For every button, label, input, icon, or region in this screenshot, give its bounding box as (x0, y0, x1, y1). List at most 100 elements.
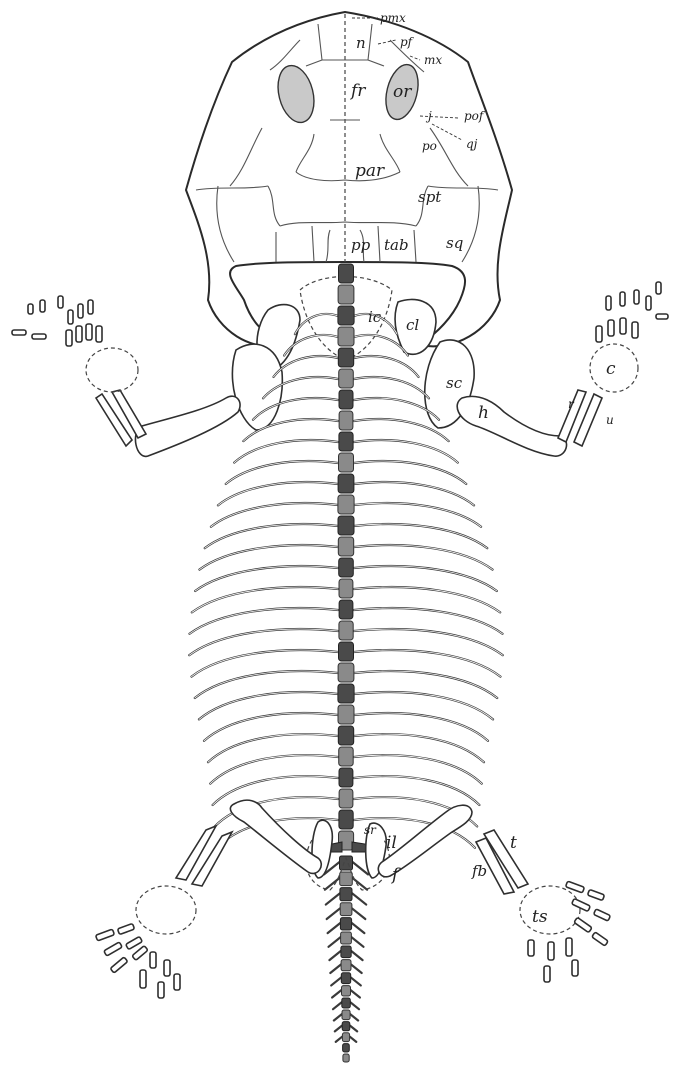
phalanx (88, 300, 93, 314)
rib-left (234, 440, 338, 463)
caudal-vertebra (342, 1033, 349, 1042)
vertebra (339, 579, 353, 598)
phalanx (132, 946, 148, 961)
rib-left (213, 776, 338, 805)
caudal-vertebra (343, 1054, 349, 1062)
phalanx (32, 334, 46, 339)
label-spt: spt (418, 188, 442, 206)
vertebra (338, 663, 354, 682)
rib-left (211, 503, 338, 527)
vertebra (338, 327, 354, 346)
rib-right (354, 482, 474, 505)
phalanx (587, 889, 604, 900)
rib-right (354, 377, 429, 398)
chevron-left (333, 1002, 342, 1009)
caudal-vertebra (342, 1010, 350, 1020)
caudal-vertebra (343, 1044, 350, 1052)
chevron-left (330, 964, 342, 973)
phalanx (40, 300, 45, 312)
rib-left (218, 482, 338, 505)
left-hindlimb (96, 800, 322, 998)
vertebra (338, 474, 354, 493)
chevron-left (332, 990, 342, 998)
label-c: c (606, 359, 616, 379)
vertebra (339, 642, 354, 661)
vertebra (338, 306, 354, 325)
label-pof: pof (464, 109, 486, 123)
label-ts: ts (532, 907, 548, 927)
phalanx (596, 326, 602, 342)
chevron-left (329, 950, 342, 960)
rib-right (354, 440, 458, 463)
phalanx (110, 957, 128, 973)
label-qj: qj (466, 137, 478, 151)
chevron-left (334, 1014, 342, 1020)
phalanx (566, 881, 585, 893)
right-humerus (457, 396, 566, 456)
vertebra (339, 369, 354, 388)
phalanx (592, 932, 609, 946)
right-manus-digits (596, 282, 668, 342)
rib-right (354, 776, 479, 805)
label-tab: tab (384, 236, 409, 254)
phalanx (174, 974, 180, 990)
caudal-vertebra (342, 986, 351, 996)
chevron-right (350, 964, 362, 973)
chevron-right (350, 950, 363, 960)
phalanx (572, 898, 591, 911)
label-pp: pp (351, 236, 371, 254)
label-sr: sr (364, 823, 377, 837)
left-forelimb (12, 296, 146, 446)
chevron-right (350, 1002, 359, 1009)
chevron-left (336, 1037, 342, 1042)
phalanx (566, 938, 572, 956)
phalanx (96, 929, 115, 941)
chevron-right (350, 1014, 358, 1020)
caudal-vertebra (340, 872, 353, 886)
vertebra (338, 726, 353, 745)
phalanx (76, 326, 82, 342)
vertebra (339, 432, 353, 451)
rib-right (354, 461, 466, 484)
chevron-right (350, 936, 364, 947)
right-pes-digits (528, 881, 611, 982)
left-femur (230, 800, 321, 873)
left-pes-digits (96, 923, 180, 998)
chevron-right (350, 977, 361, 986)
right-tarsus (520, 886, 580, 934)
phalanx (126, 936, 143, 949)
phalanx (117, 923, 134, 934)
vertebra (339, 390, 353, 409)
caudal-vertebra (341, 932, 352, 944)
phalanx (608, 320, 614, 336)
label-n: n (356, 34, 366, 52)
vertebra (338, 537, 353, 556)
label-po: po (422, 139, 437, 153)
vertebra (339, 600, 353, 619)
right-hindlimb (378, 805, 610, 982)
phalanx (164, 960, 170, 976)
phalanx (572, 960, 578, 976)
vertebra (339, 264, 354, 283)
phalanx (104, 942, 123, 956)
vertebra (339, 789, 353, 808)
label-par: par (355, 161, 385, 181)
phalanx (158, 982, 164, 998)
caudal-vertebra (341, 946, 351, 958)
phalanx (28, 304, 33, 314)
phalanx (140, 970, 146, 988)
vertebral-column (338, 264, 354, 1062)
phalanx (66, 330, 72, 346)
rib-right (354, 503, 481, 527)
label-t: t (510, 833, 517, 853)
vertebra (338, 495, 354, 514)
phalanx (150, 952, 156, 968)
chevron-right (350, 922, 364, 934)
vertebra (339, 558, 354, 577)
phalanx (606, 296, 611, 310)
label-ic: ic (368, 308, 382, 326)
caudal-vertebra (341, 960, 351, 971)
caudal-vertebra (342, 1022, 350, 1031)
phalanx (12, 330, 26, 335)
caudal-vertebra (340, 903, 352, 916)
